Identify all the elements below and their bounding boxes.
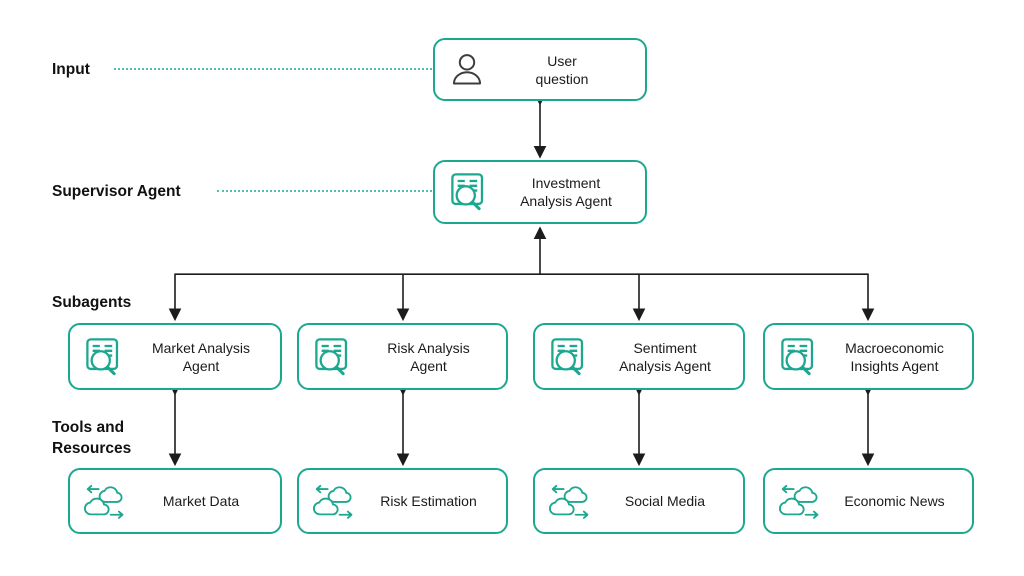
row-label-supervisor-agent: Supervisor Agent: [52, 183, 181, 200]
node-macroeconomic-insights-agent: Macroeconomic Insights Agent: [763, 323, 974, 390]
node-label: Market Data: [162, 493, 240, 509]
cloud-data-exchange-icon: [779, 482, 823, 520]
node-label: Sentiment Analysis Agent: [619, 339, 711, 374]
row-label-subagents: Subagents: [52, 294, 132, 311]
document-magnifier-icon: [84, 336, 128, 378]
node-label: Risk Estimation: [380, 493, 477, 509]
document-magnifier-icon: [779, 336, 823, 378]
dotted-leader-supervisor: [217, 190, 432, 192]
node-social-media: Social Media: [533, 468, 745, 534]
node-label: Macroeconomic Insights Agent: [845, 339, 944, 374]
node-label: Social Media: [624, 493, 706, 509]
node-market-data: Market Data: [68, 468, 282, 534]
node-sentiment-analysis-agent: Sentiment Analysis Agent: [533, 323, 745, 390]
person-icon: [449, 50, 485, 90]
node-label: Investment Analysis Agent: [520, 175, 612, 209]
node-market-analysis-agent: Market Analysis Agent: [68, 323, 282, 390]
node-label: User question: [535, 52, 589, 87]
dotted-leader-input: [114, 68, 432, 70]
node-economic-news: Economic News: [763, 468, 974, 534]
row-label-input: Input: [52, 61, 90, 78]
row-label-tools-and-resources: Tools and Resources: [52, 419, 132, 457]
document-magnifier-icon: [449, 171, 493, 213]
node-label: Economic News: [844, 493, 945, 509]
cloud-data-exchange-icon: [549, 482, 593, 520]
node-label: Market Analysis Agent: [151, 339, 251, 374]
document-magnifier-icon: [549, 336, 593, 378]
node-label: Risk Analysis Agent: [387, 339, 470, 374]
cloud-data-exchange-icon: [84, 482, 128, 520]
node-risk-estimation: Risk Estimation: [297, 468, 508, 534]
node-user-question: User question: [433, 38, 647, 101]
node-risk-analysis-agent: Risk Analysis Agent: [297, 323, 508, 390]
document-magnifier-icon: [313, 336, 357, 378]
cloud-data-exchange-icon: [313, 482, 357, 520]
node-investment-analysis-agent: Investment Analysis Agent: [433, 160, 647, 224]
